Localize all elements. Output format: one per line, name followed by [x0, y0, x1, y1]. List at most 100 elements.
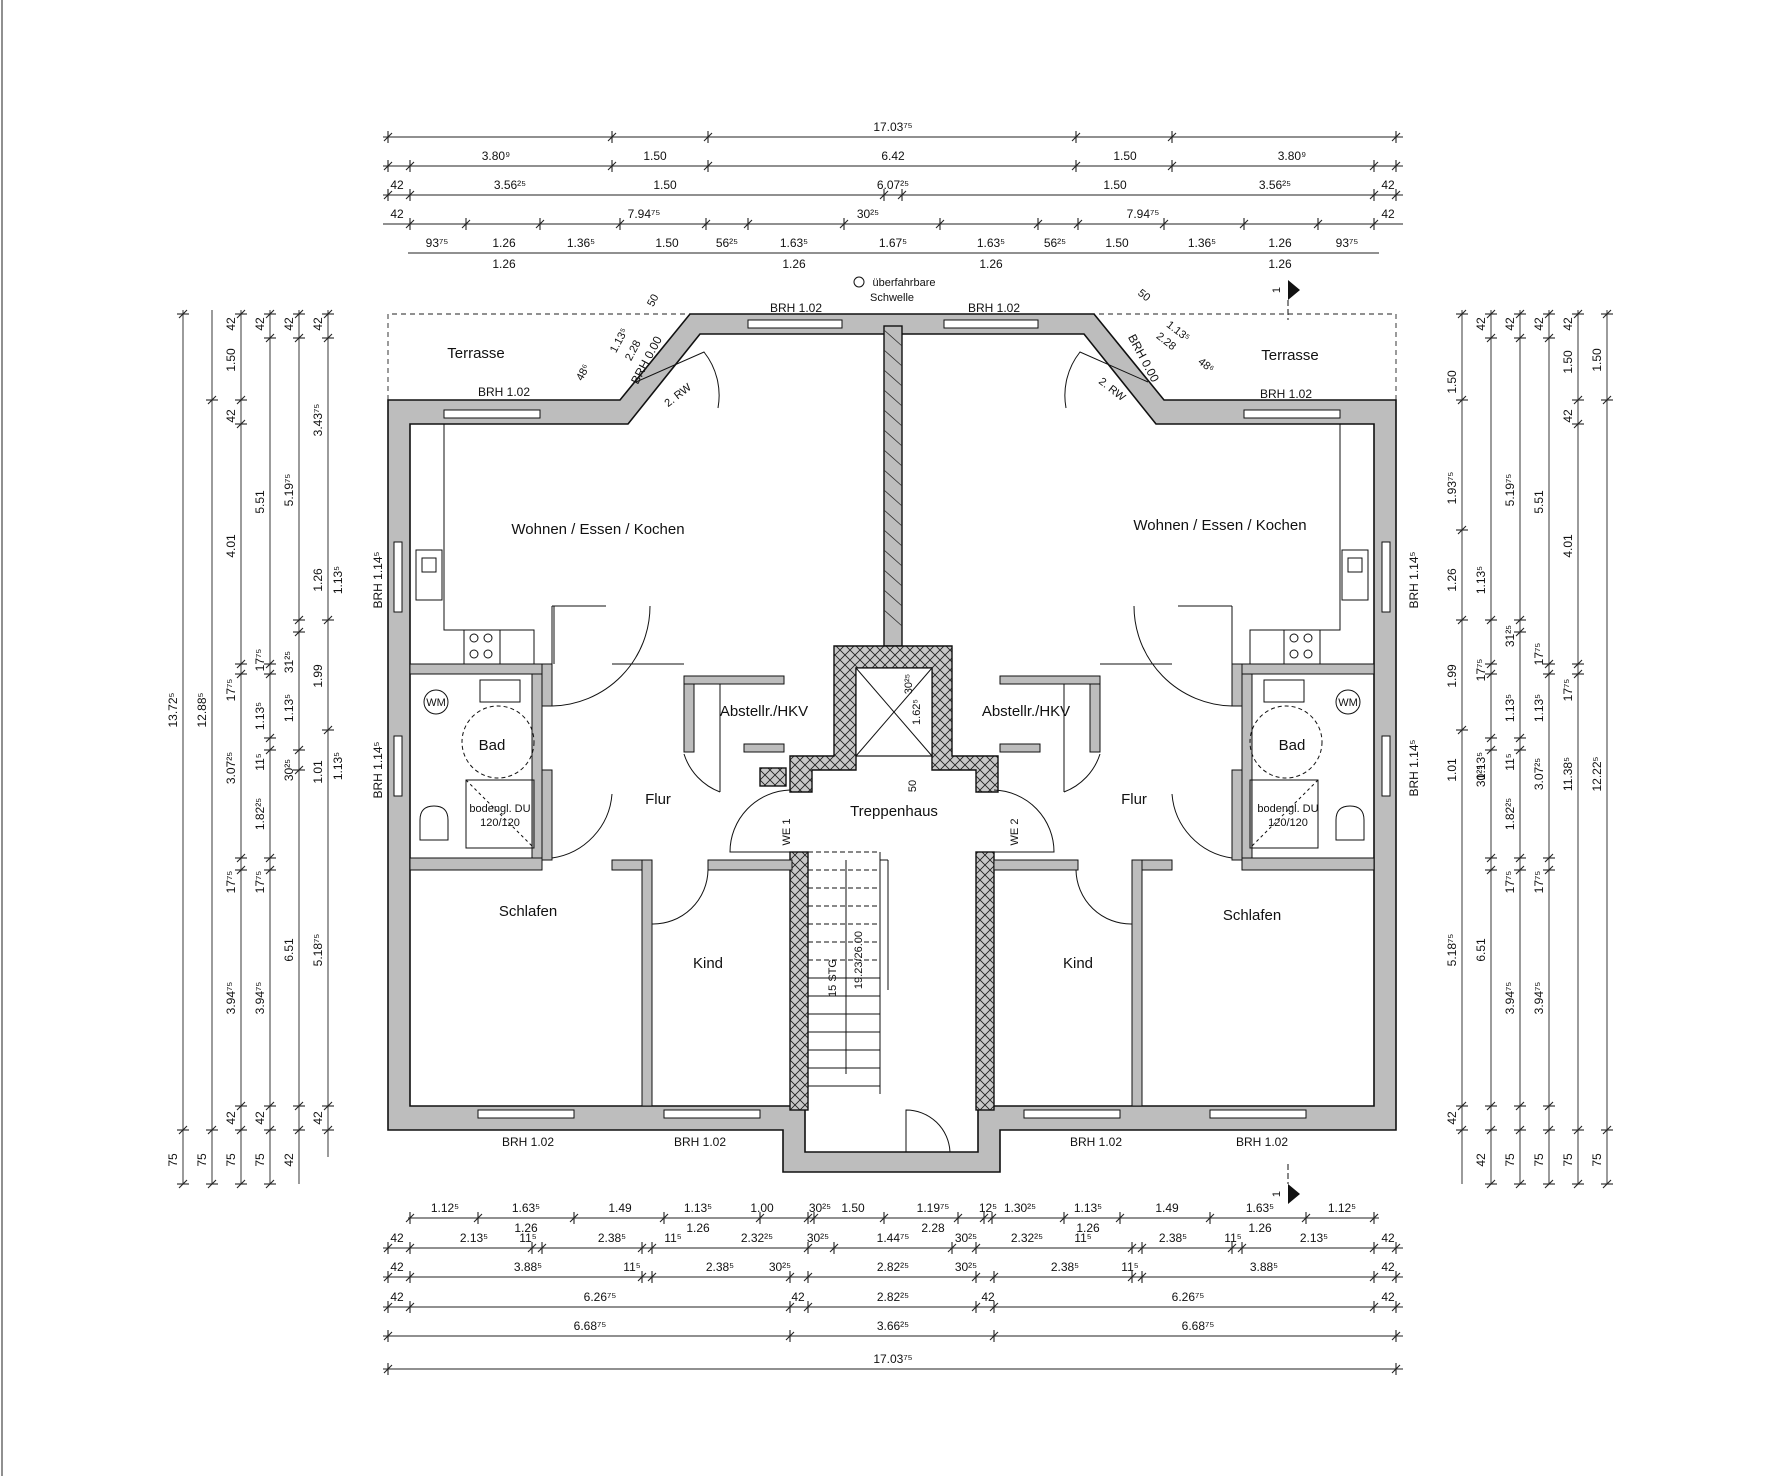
dim-bottom: 2.32²⁵: [741, 1231, 773, 1245]
dim-right: 5.18⁷⁵: [1445, 934, 1459, 967]
brh-label: BRH 1.02: [968, 301, 1020, 315]
dim-left: 1.82²⁵: [253, 798, 267, 830]
brh-label: BRH 1.02: [502, 1135, 554, 1149]
dim-bottom: 2.38⁵: [1159, 1231, 1187, 1245]
dim-left: 1.13⁵: [253, 702, 267, 730]
dim-bottom: 30²⁵: [769, 1260, 791, 1274]
dim-right: 75: [1590, 1153, 1604, 1167]
dim-top-total: 17.03⁷⁵: [873, 120, 912, 134]
dim-left: 3.94⁷⁵: [224, 982, 238, 1015]
terraces: [387, 313, 1397, 400]
dim-top: 3.56²⁵: [1259, 178, 1291, 192]
dim-top: 56²⁵: [1044, 236, 1066, 250]
dim-bottom: 11⁵: [623, 1260, 640, 1274]
dim-top: 42: [1381, 207, 1395, 221]
dim-bottom: 42: [390, 1231, 404, 1245]
brh-label: BRH 1.14⁵: [371, 741, 385, 798]
dim-left: 42: [311, 317, 325, 331]
dim-right: 42: [1445, 1111, 1459, 1125]
dim-right: 1.50: [1445, 370, 1459, 394]
label-dusche: bodengl. DU: [469, 803, 530, 815]
room-abstell-right: Abstellr./HKV: [982, 703, 1070, 720]
dim-top: 3.80⁹: [482, 149, 511, 163]
label-dusche: bodengl. DU: [1257, 803, 1318, 815]
dim-left: 3.43⁷⁵: [311, 404, 325, 437]
label-section: 1: [1271, 1191, 1283, 1197]
dim-top: 1.50: [653, 178, 677, 192]
dim-top: 1.50: [1105, 236, 1129, 250]
elevator-shaft: [855, 667, 933, 757]
dim-right: 5.51: [1532, 490, 1546, 514]
dim-right: 1.93⁷⁵: [1445, 472, 1459, 505]
dim-bottom: 11⁵: [1121, 1260, 1138, 1274]
dim-left: 42: [224, 409, 238, 423]
dim-bottom: 1.63⁵: [512, 1201, 540, 1215]
dim-left: 42: [282, 1153, 296, 1167]
dim-right: 1.82²⁵: [1503, 798, 1517, 830]
dim-top: 7.94⁷⁵: [1127, 207, 1160, 221]
dim-top: 6.42: [881, 149, 905, 163]
room-terrasse-left: Terrasse: [447, 345, 505, 362]
dim-top: 7.94⁷⁵: [628, 207, 661, 221]
dim-bottom: 1.44⁷⁵: [877, 1231, 910, 1245]
dim-right: 1.13⁵: [1503, 694, 1517, 722]
dim-right: 17⁷⁵: [1503, 871, 1517, 894]
dim-right: 11.38⁵: [1561, 757, 1575, 791]
dim-left: 1.26: [311, 568, 325, 592]
dim-bottom: 42: [390, 1260, 404, 1274]
dim-left: 75: [166, 1153, 180, 1167]
dim-bottom: 42: [981, 1290, 995, 1304]
brh-label: BRH 1.02: [1260, 387, 1312, 401]
room-abstell-left: Abstellr./HKV: [720, 703, 808, 720]
dim-top: 56²⁵: [716, 236, 738, 250]
staircase: [808, 851, 889, 1094]
dim-bottom: 1.50: [841, 1201, 865, 1215]
dim-left: 42: [224, 317, 238, 331]
dim-left: 42: [253, 317, 267, 331]
dim-top: 1.26: [782, 257, 806, 271]
dim-bottom: 2.38⁵: [706, 1260, 734, 1274]
dim-left: 31²⁵: [282, 651, 296, 673]
dim-left: 75: [195, 1153, 209, 1167]
dim-left: 17⁷⁵: [253, 649, 267, 672]
dim-left: 30²⁵: [282, 759, 296, 781]
dim-top: 1.63⁵: [977, 236, 1005, 250]
room-kind-right: Kind: [1063, 955, 1093, 972]
dim-top: 42: [1381, 178, 1395, 192]
dim-left: 42: [282, 317, 296, 331]
dim-left: 42: [224, 1111, 238, 1125]
dim-bottom: 1.19⁷⁵: [917, 1201, 950, 1215]
dim-bottom: 1.12⁵: [1328, 1201, 1356, 1215]
dim-top: 3.56²⁵: [494, 178, 526, 192]
dim-bottom: 30²⁵: [955, 1260, 977, 1274]
doors: [551, 351, 1233, 1153]
dim-top: 1.50: [1103, 178, 1127, 192]
dim-top: 93⁷⁵: [1336, 236, 1359, 250]
brh-label: BRH 1.14⁵: [371, 551, 385, 608]
dim-left: 1.01: [311, 760, 325, 784]
dim-bottom-total: 17.03⁷⁵: [873, 1352, 912, 1366]
dim-bottom: 1.13⁵: [1074, 1201, 1102, 1215]
dim-bottom: 42: [791, 1290, 805, 1304]
section-marker: [1287, 280, 1300, 1204]
dim-left: 1.13⁵: [331, 566, 345, 594]
label-we2: WE 2: [1009, 819, 1021, 846]
dim-bottom: 1.12⁵: [431, 1201, 459, 1215]
label-schwelle: überfahrbare: [873, 277, 936, 289]
room-kind-left: Kind: [693, 955, 723, 972]
dim-top: 1.50: [655, 236, 679, 250]
dim-right: 12.22⁵: [1590, 756, 1604, 791]
dim-bottom: 1.63⁵: [1246, 1201, 1274, 1215]
dim-left: 1.99: [311, 664, 325, 688]
dim-right: 5.19⁷⁵: [1503, 474, 1517, 507]
dim-right: 3.94⁷⁵: [1503, 982, 1517, 1015]
label-rw-left: 2. RW: [662, 381, 694, 410]
dim-left: 6.51: [282, 938, 296, 962]
dim-bottom: 2.82²⁵: [877, 1290, 909, 1304]
dim-bottom: 11⁵: [519, 1231, 536, 1245]
dim-right: 42: [1532, 317, 1546, 331]
dim-bottom: 2.13⁵: [1300, 1231, 1328, 1245]
dim-bottom: 2.38⁵: [598, 1231, 626, 1245]
dim-bottom: 12⁵: [979, 1201, 997, 1215]
